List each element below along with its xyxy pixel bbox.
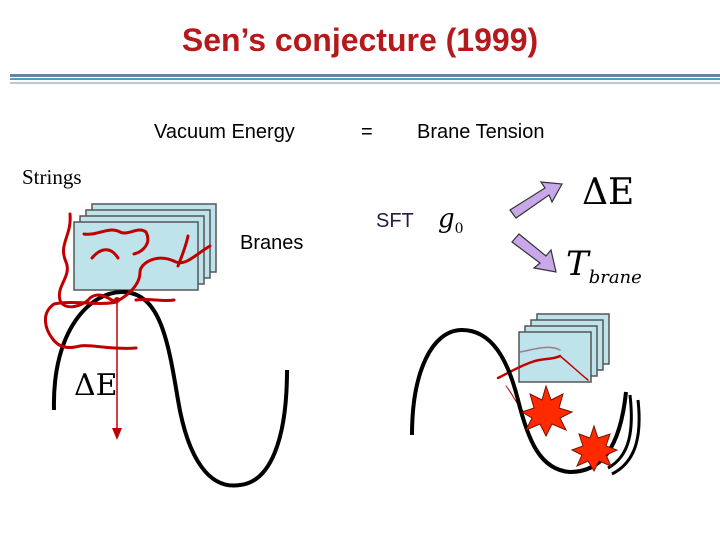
equals-sign: = xyxy=(361,121,373,143)
branes-label: Branes xyxy=(240,232,304,254)
sft-label: SFT xyxy=(376,210,414,233)
title-divider-top xyxy=(10,74,720,77)
right-double-wall xyxy=(607,394,641,476)
left-open-strings xyxy=(44,212,212,350)
coupling-g: g xyxy=(438,204,455,234)
right-brane-stack xyxy=(518,313,610,383)
explosion-icon xyxy=(570,424,619,473)
coupling-subscript: 0 xyxy=(454,221,464,238)
delta-e-left-symbol: ΔE xyxy=(74,368,118,403)
tension-t: T xyxy=(566,244,589,284)
arrow-to-delta-e xyxy=(509,181,563,219)
delta-e-arrow xyxy=(112,297,122,440)
title-divider-middle xyxy=(10,78,720,80)
vacuum-energy-label: Vacuum Energy xyxy=(154,121,295,143)
title-divider-bottom xyxy=(10,82,720,84)
arrow-to-brane-tension xyxy=(511,233,557,273)
tension-subscript: brane xyxy=(588,266,642,288)
sft-text: SFT xyxy=(376,210,414,232)
explosion-icon xyxy=(520,384,574,438)
brane-tension-label: Brane Tension xyxy=(417,121,545,143)
coupling-symbol: g0 xyxy=(438,204,464,237)
strings-label: Strings xyxy=(22,165,82,189)
brane-tension-symbol: Tbrane xyxy=(566,244,642,288)
slide-title: Sen’s conjecture (1999) xyxy=(181,22,539,58)
delta-e-right-symbol: ΔE xyxy=(582,172,635,213)
